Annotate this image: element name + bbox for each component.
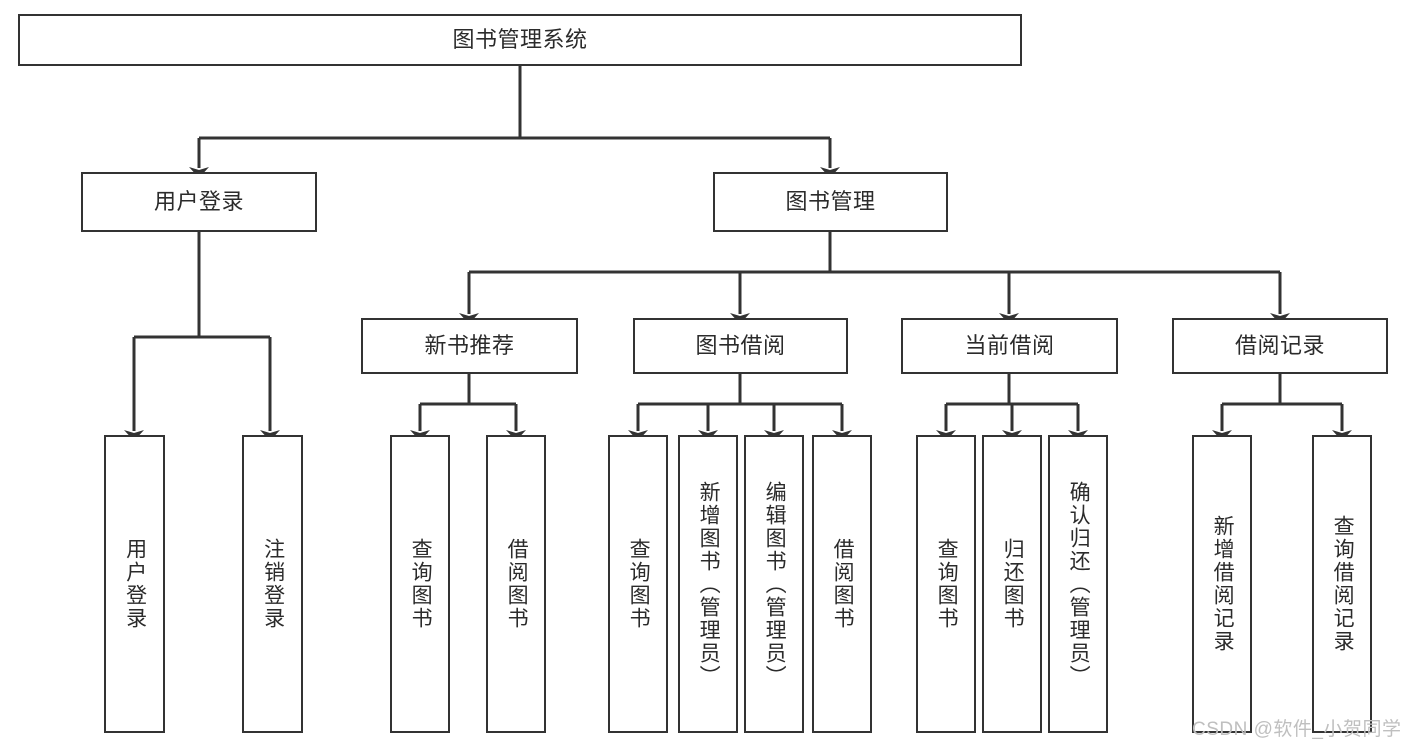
node-borrow-records-label: 借阅记录 [1234,332,1325,358]
node-book-borrow-label: 图书借阅 [695,332,786,358]
node-current-borrow[interactable]: 当前借阅 [901,318,1118,374]
leaf-records-query[interactable]: 查询借阅记录 [1312,435,1372,733]
leaf-current-query[interactable]: 查询图书 [916,435,976,733]
leaf-records-add-label: 新增借阅记录 [1211,515,1235,653]
leaf-borrow-borrow-book-label: 借阅图书 [831,538,855,630]
node-user-login-label: 用户登录 [153,188,244,214]
leaf-new-book-query-label: 查询图书 [409,538,433,630]
node-user-login[interactable]: 用户登录 [81,172,317,232]
node-root[interactable]: 图书管理系统 [18,14,1022,66]
leaf-current-return[interactable]: 归还图书 [982,435,1042,733]
leaf-records-query-label: 查询借阅记录 [1331,515,1355,653]
leaf-user-login-signin-label: 用户登录 [123,538,147,630]
leaf-borrow-edit-book-label: 编辑图书（管理员） [763,480,787,688]
leaf-current-confirm-return-label: 确认归还（管理员） [1067,480,1091,688]
leaf-user-login-signout-label: 注销登录 [261,538,285,630]
leaf-borrow-borrow-book[interactable]: 借阅图书 [812,435,872,733]
leaf-new-book-borrow[interactable]: 借阅图书 [486,435,546,733]
leaf-current-query-label: 查询图书 [935,538,959,630]
leaf-records-add[interactable]: 新增借阅记录 [1192,435,1252,733]
leaf-borrow-edit-book[interactable]: 编辑图书（管理员） [744,435,804,733]
node-current-borrow-label: 当前借阅 [964,332,1055,358]
leaf-borrow-query[interactable]: 查询图书 [608,435,668,733]
leaf-borrow-query-label: 查询图书 [627,538,651,630]
csdn-watermark: CSDN @软件_小贺同学 [1192,719,1402,740]
leaf-current-confirm-return[interactable]: 确认归还（管理员） [1048,435,1108,733]
node-root-label: 图书管理系统 [452,26,588,52]
node-new-book-recommend-label: 新书推荐 [424,332,515,358]
leaf-user-login-signout[interactable]: 注销登录 [242,435,303,733]
leaf-borrow-add-book-label: 新增图书（管理员） [697,480,721,688]
leaf-current-return-label: 归还图书 [1001,538,1025,630]
node-borrow-records[interactable]: 借阅记录 [1172,318,1388,374]
node-book-management[interactable]: 图书管理 [713,172,948,232]
leaf-new-book-query[interactable]: 查询图书 [390,435,450,733]
node-new-book-recommend[interactable]: 新书推荐 [361,318,578,374]
leaf-borrow-add-book[interactable]: 新增图书（管理员） [678,435,738,733]
leaf-user-login-signin[interactable]: 用户登录 [104,435,165,733]
leaf-new-book-borrow-label: 借阅图书 [505,538,529,630]
node-book-management-label: 图书管理 [785,188,876,214]
node-book-borrow[interactable]: 图书借阅 [633,318,848,374]
